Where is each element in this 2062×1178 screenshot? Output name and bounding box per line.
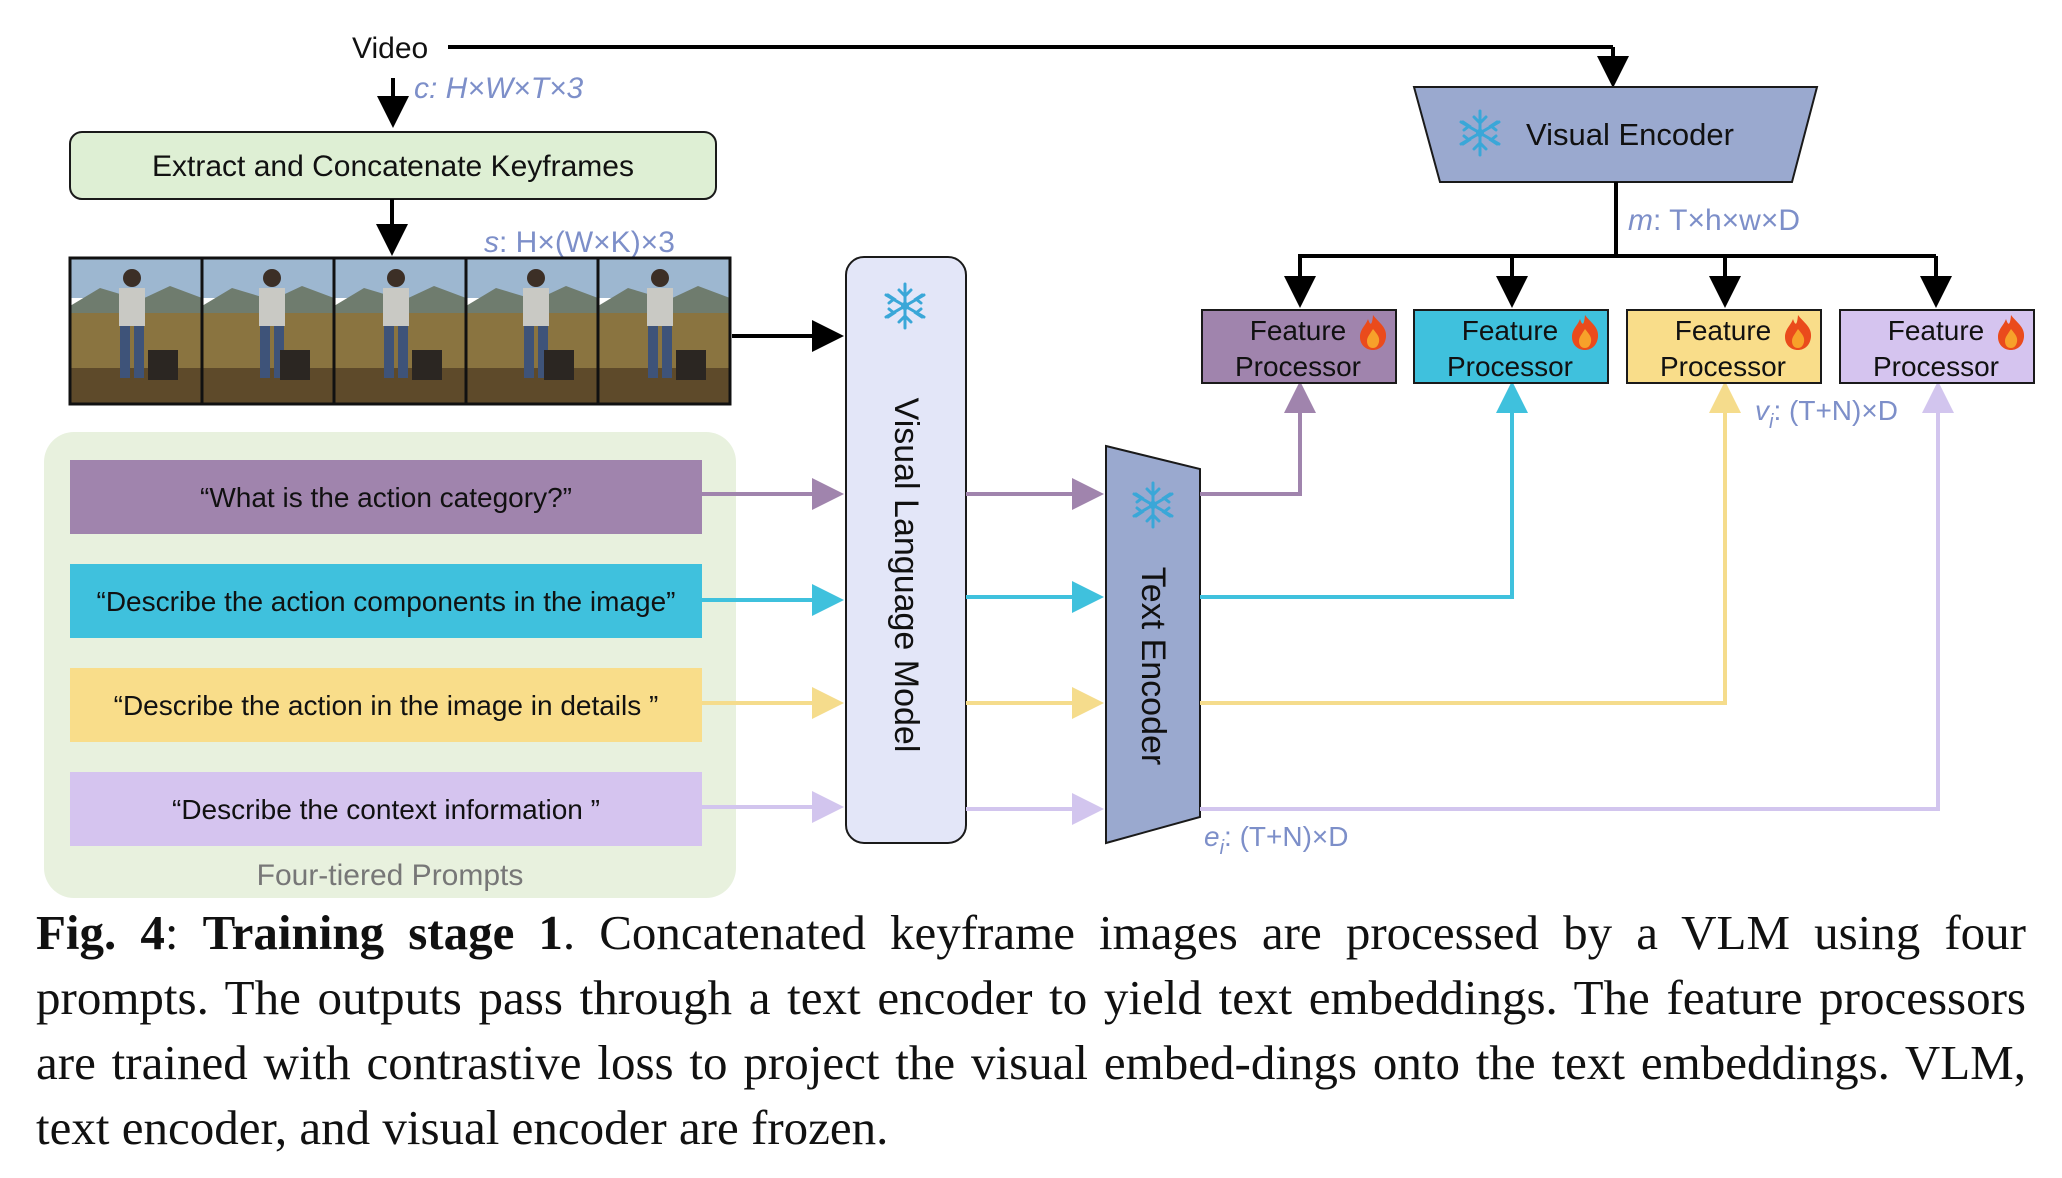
keyframe-torso <box>383 288 409 326</box>
keyframe-image <box>200 256 336 406</box>
feature-processor-2-line1: Feature <box>1462 315 1559 346</box>
caption-title: Training stage 1 <box>202 905 563 960</box>
keyframe-torso <box>523 288 549 326</box>
m-dimension-shape: : T×h×w×D <box>1653 204 1800 237</box>
v-dimension-var: v <box>1755 395 1771 426</box>
te-to-fp4-arrow <box>1200 381 1954 811</box>
feature-processor-2-line2: Processor <box>1447 351 1573 382</box>
te-to-fp1-arrow <box>1200 381 1316 496</box>
prompt-text-2: “Describe the action components in the i… <box>97 586 676 617</box>
keyframe-leg <box>398 326 408 378</box>
keyframe-image <box>464 256 600 406</box>
e-dimension-sub: i <box>1220 837 1225 859</box>
feature-processor-2: Feature Processor <box>1413 309 1609 384</box>
v-dimension-label: vi: (T+N)×D <box>1755 395 1898 433</box>
feature-processor-3-line2: Processor <box>1660 351 1786 382</box>
s-dimension-var: s <box>484 226 499 259</box>
prompt-box-4 <box>70 772 702 846</box>
keyframe-leg <box>538 326 548 378</box>
c-dimension-label: c: H×W×T×3 <box>414 72 584 105</box>
prompt-text-1: “What is the action category?” <box>200 482 572 513</box>
keyframe-head <box>387 269 405 287</box>
prompt-box-3 <box>70 668 702 742</box>
feature-processor-4-line1: Feature <box>1888 315 1985 346</box>
prompt-text-3: “Describe the action in the image in det… <box>114 690 659 721</box>
e-dimension-var: e <box>1204 821 1220 852</box>
prompt-box-2 <box>70 564 702 638</box>
feature-processor-2-box <box>1413 309 1609 384</box>
keyframe-leg <box>384 326 394 378</box>
keyframe-leg <box>524 326 534 378</box>
vlm-label: Visual Language Model <box>887 398 925 753</box>
s-dimension-shape: : H×(W×K)×3 <box>499 226 675 259</box>
m-dimension-var: m <box>1628 204 1653 237</box>
e-dimension-shape: : (T+N)×D <box>1224 821 1348 852</box>
keyframe-strip <box>68 256 732 406</box>
keyframe-object <box>148 350 178 380</box>
keyframe-leg <box>120 326 130 378</box>
caption-label: Fig. 4 <box>36 905 165 960</box>
video-label: Video <box>352 32 428 65</box>
keyframe-torso <box>119 288 145 326</box>
feature-processor-1-line2: Processor <box>1235 351 1361 382</box>
extract-keyframes-label: Extract and Concatenate Keyframes <box>152 150 634 183</box>
keyframe-object <box>676 350 706 380</box>
s-dimension-label: s: H×(W×K)×3 <box>484 226 675 259</box>
te-to-fp3-arrow <box>1200 381 1741 705</box>
keyframe-border <box>596 256 732 406</box>
c-dimension-var: c <box>414 72 429 105</box>
keyframe-image <box>332 256 468 406</box>
feature-processor-3-line1: Feature <box>1675 315 1772 346</box>
figure-caption: Fig. 4: Training stage 1. Concatenated k… <box>36 900 2026 1160</box>
feature-processor-4-line2: Processor <box>1873 351 1999 382</box>
keyframe-torso <box>259 288 285 326</box>
keyframe-torso <box>647 288 673 326</box>
feature-processor-4-box <box>1839 309 2035 384</box>
keyframe-image <box>68 256 204 406</box>
feature-processor-1: Feature Processor <box>1201 309 1397 384</box>
caption-separator: : <box>164 905 203 960</box>
prompts-group-label: Four-tiered Prompts <box>257 859 524 892</box>
feature-processor-3: Feature Processor <box>1626 309 1822 384</box>
keyframe-head <box>527 269 545 287</box>
keyframe-object <box>280 350 310 380</box>
keyframe-head <box>651 269 669 287</box>
keyframe-leg <box>662 326 672 378</box>
feature-processor-3-box <box>1626 309 1822 384</box>
v-dimension-sub: i <box>1769 411 1774 433</box>
text-encoder-label: Text Encoder <box>1134 567 1172 765</box>
prompt-box-1 <box>70 460 702 534</box>
keyframe-head <box>263 269 281 287</box>
keyframe-object <box>412 350 442 380</box>
feature-processor-1-line1: Feature <box>1250 315 1347 346</box>
training-stage-1-diagram: Video c: H×W×T×3 Extract and Concatenate… <box>44 32 2035 898</box>
keyframe-leg <box>260 326 270 378</box>
keyframe-image <box>596 256 732 406</box>
keyframe-leg <box>648 326 658 378</box>
v-dimension-shape: : (T+N)×D <box>1773 395 1897 426</box>
te-to-fp2-arrow <box>1200 381 1528 599</box>
vlm-box <box>845 256 967 844</box>
m-dimension-label: m: T×h×w×D <box>1628 204 1800 237</box>
keyframe-leg <box>134 326 144 378</box>
e-dimension-label: ei: (T+N)×D <box>1204 821 1349 859</box>
prompt-text-4: “Describe the context information ” <box>172 794 600 825</box>
visual-encoder-label: Visual Encoder <box>1526 117 1734 152</box>
visual-encoder-shape <box>1412 86 1819 183</box>
feature-processor-1-box <box>1201 309 1397 384</box>
c-dimension-shape: : H×W×T×3 <box>429 72 584 105</box>
caption-body: . Concatenated keyframe images are proce… <box>36 905 2026 1155</box>
text-encoder-shape <box>1105 444 1201 845</box>
keyframe-object <box>544 350 574 380</box>
feature-processor-4: Feature Processor <box>1839 309 2035 384</box>
keyframe-head <box>123 269 141 287</box>
keyframe-leg <box>274 326 284 378</box>
